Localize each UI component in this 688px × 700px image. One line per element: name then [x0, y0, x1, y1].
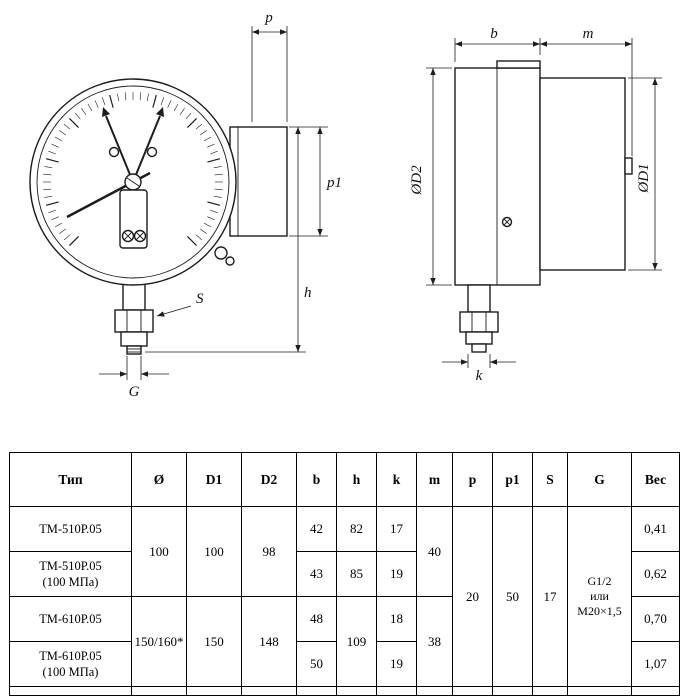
- cell-diameter: 150/160*: [131, 596, 187, 687]
- cell-ves: 1,07: [631, 641, 680, 687]
- gauge-drawing: p p1 h S: [29, 10, 662, 400]
- dim-label-m: m: [583, 26, 594, 42]
- cell-ves: 0,62: [631, 551, 680, 597]
- cell-d1: 100: [186, 506, 242, 597]
- column-header-d2: D2: [241, 452, 297, 507]
- column-header-type: Тип: [9, 452, 132, 507]
- cell-s: 17: [532, 506, 568, 687]
- column-header-ves: Вес: [631, 452, 680, 507]
- column-header-p1: p1: [492, 452, 533, 507]
- g-thread-1: G1/2: [587, 574, 612, 588]
- table-row: ТМ-610Р.05 (100 МПа) 50 19 1,07: [9, 641, 680, 687]
- dim-p1: p1: [289, 126, 342, 237]
- cell-diameter: 100: [131, 506, 187, 597]
- cell-type: ТМ-610Р.05: [9, 596, 132, 642]
- dim-label-g: G: [129, 384, 140, 400]
- cable-gland: [214, 246, 235, 266]
- column-header-g: G: [567, 452, 632, 507]
- column-header-h: h: [336, 452, 377, 507]
- cell-ves: 0,41: [631, 506, 680, 552]
- dim-label-h: h: [304, 285, 312, 301]
- cell-d1: 150: [186, 596, 242, 687]
- cell-k: 19: [376, 641, 417, 687]
- dim-label-s: S: [196, 291, 204, 307]
- column-header-p: p: [452, 452, 493, 507]
- cell-d2: 98: [241, 506, 297, 597]
- dim-d1: ØD1: [628, 77, 662, 271]
- dim-b: b: [454, 26, 541, 62]
- adjuster-bracket: [119, 189, 148, 249]
- side-view: b m ØD2 ØD1: [409, 26, 662, 384]
- center-hub: [124, 173, 142, 191]
- side-stem: [459, 284, 499, 353]
- dim-m: m: [540, 26, 633, 156]
- dim-label-k: k: [476, 368, 483, 384]
- dim-s: S: [156, 291, 204, 317]
- column-header-d1: D1: [186, 452, 242, 507]
- cell-type: ТМ-510Р.05 (100 МПа): [9, 551, 132, 597]
- cell-m: 38: [416, 596, 453, 687]
- dim-p: p: [251, 10, 288, 122]
- cell-k: 19: [376, 551, 417, 597]
- column-header-k: k: [376, 452, 417, 507]
- dim-h: h: [145, 127, 312, 353]
- cell-type: ТМ-510Р.05: [9, 506, 132, 552]
- connection-stem: [114, 279, 154, 355]
- table-row: ТМ-510Р.05 (100 МПа) 43 85 19 0,62: [9, 551, 680, 597]
- dim-label-b: b: [490, 26, 498, 42]
- cell-b: 48: [296, 596, 337, 642]
- dim-label-p: p: [264, 10, 273, 26]
- column-header-diameter: Ø: [131, 452, 187, 507]
- dimension-table: Тип Ø D1 D2 b h k m p p1 S G Вес ТМ-510Р…: [9, 452, 680, 696]
- cell-p1: 50: [492, 506, 533, 687]
- cell-p: 20: [452, 506, 493, 687]
- table-row: ТМ-510Р.05 100 100 98 42 82 17 40 20 50 …: [9, 506, 680, 687]
- cell-g: G1/2 или М20×1,5: [567, 506, 632, 687]
- cell-m: 40: [416, 506, 453, 597]
- cell-d2: 148: [241, 596, 297, 687]
- dim-k: k: [442, 354, 516, 384]
- table-row: ТМ-610Р.05 150/160* 150 148 48 109 18 38…: [9, 596, 680, 687]
- table-footer-strip: [9, 686, 680, 696]
- cell-h: 82: [336, 506, 377, 552]
- dim-label-d2: ØD2: [409, 165, 425, 196]
- dim-g: G: [99, 356, 169, 400]
- front-view: p p1 h S: [29, 10, 342, 400]
- g-thread-2: М20×1,5: [577, 604, 622, 618]
- dim-d2: ØD2: [409, 67, 452, 286]
- g-or: или: [590, 589, 609, 603]
- cell-b: 50: [296, 641, 337, 687]
- setpoint-pointers: [102, 107, 164, 183]
- table-header-row: Тип Ø D1 D2 b h k m p p1 S G Вес: [9, 452, 680, 507]
- cell-ves: 0,70: [631, 596, 680, 642]
- cell-type: ТМ-610Р.05 (100 МПа): [9, 641, 132, 687]
- dial-ticks: [43, 92, 223, 247]
- dim-label-d1: ØD1: [636, 163, 652, 193]
- side-case: [454, 60, 633, 286]
- cell-b: 42: [296, 506, 337, 552]
- cell-b: 43: [296, 551, 337, 597]
- cell-k: 18: [376, 596, 417, 642]
- junction-box: [229, 126, 288, 237]
- dim-label-p1: p1: [326, 175, 342, 191]
- column-header-m: m: [416, 452, 453, 507]
- cell-k: 17: [376, 506, 417, 552]
- cell-h: 109: [336, 596, 377, 687]
- cell-h: 85: [336, 551, 377, 597]
- column-header-s: S: [532, 452, 568, 507]
- column-header-b: b: [296, 452, 337, 507]
